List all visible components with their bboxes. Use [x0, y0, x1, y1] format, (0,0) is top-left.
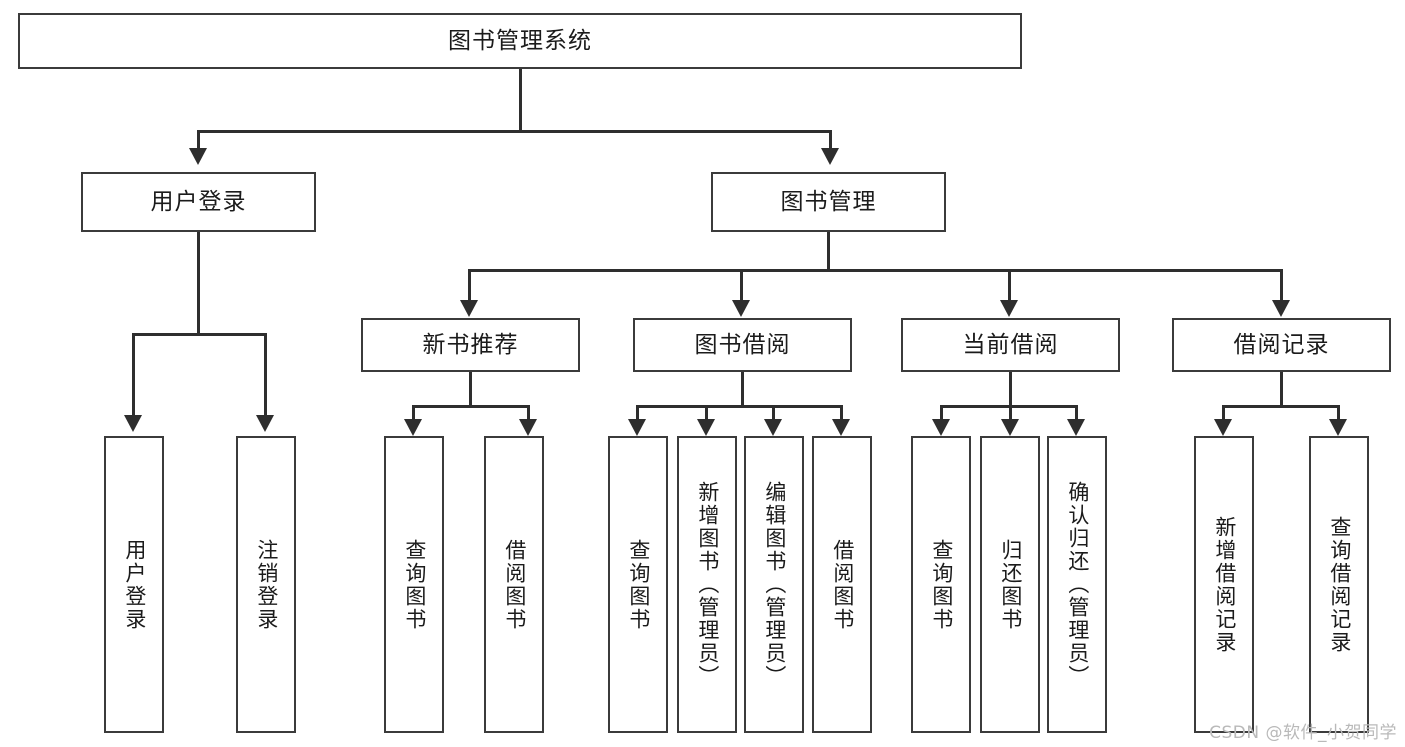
- leaf-book-borrow-borrow[interactable]: 借阅图书: [812, 436, 872, 733]
- arrow-book-borrow-leaf-4: [832, 419, 850, 436]
- node-book-borrow-label: 图书借阅: [694, 331, 791, 358]
- csdn-watermark: CSDN @软件_小贺同学: [1209, 723, 1397, 743]
- connector-new-book-branch-1: [412, 405, 415, 421]
- connector-user-login-branch-1: [132, 333, 135, 417]
- arrow-current-borrow-leaf-2: [1001, 419, 1019, 436]
- connector-new-book-stem: [469, 372, 472, 408]
- leaf-label: 新增图书（管理员）: [695, 481, 720, 688]
- arrow-new-book-leaf-2: [519, 419, 537, 436]
- arrow-book-borrow-leaf-1: [628, 419, 646, 436]
- leaf-book-borrow-edit[interactable]: 编辑图书（管理员）: [744, 436, 804, 733]
- connector-user-login-bar: [132, 333, 267, 336]
- connector-borrow-record-stem: [1280, 372, 1283, 408]
- node-new-book-recommend-label: 新书推荐: [422, 331, 519, 358]
- node-root[interactable]: 图书管理系统: [18, 13, 1022, 69]
- connector-book-borrow-bar: [636, 405, 843, 408]
- arrow-book-borrow-leaf-2: [697, 419, 715, 436]
- connector-borrow-record-bar: [1222, 405, 1340, 408]
- leaf-current-borrow-return[interactable]: 归还图书: [980, 436, 1040, 733]
- connector-book-mgmt-branch-1: [468, 269, 471, 302]
- connector-root-to-user-login: [197, 130, 200, 150]
- arrow-user-login-leaf-1: [124, 415, 142, 432]
- connector-user-login-branch-2: [264, 333, 267, 417]
- node-current-borrow-label: 当前借阅: [962, 331, 1059, 358]
- leaf-label: 查询图书: [929, 538, 954, 631]
- leaf-label: 确认归还（管理员）: [1065, 481, 1090, 688]
- leaf-label: 新增借阅记录: [1212, 515, 1237, 654]
- leaf-user-login-logout[interactable]: 注销登录: [236, 436, 296, 733]
- arrow-root-to-book-mgmt: [821, 148, 839, 165]
- connector-book-mgmt-stem: [827, 232, 830, 272]
- node-new-book-recommend[interactable]: 新书推荐: [361, 318, 580, 372]
- connector-current-borrow-branch-1: [940, 405, 943, 421]
- leaf-borrow-record-query[interactable]: 查询借阅记录: [1309, 436, 1369, 733]
- connector-book-borrow-stem: [741, 372, 744, 408]
- leaf-label: 查询借阅记录: [1327, 515, 1352, 654]
- node-borrow-record[interactable]: 借阅记录: [1172, 318, 1391, 372]
- leaf-current-borrow-query[interactable]: 查询图书: [911, 436, 971, 733]
- connector-current-borrow-branch-3: [1075, 405, 1078, 421]
- connector-book-mgmt-branch-2: [740, 269, 743, 302]
- arrow-current-borrow-leaf-1: [932, 419, 950, 436]
- leaf-borrow-record-add[interactable]: 新增借阅记录: [1194, 436, 1254, 733]
- node-borrow-record-label: 借阅记录: [1233, 331, 1330, 358]
- node-book-borrow[interactable]: 图书借阅: [633, 318, 852, 372]
- connector-current-borrow-stem: [1009, 372, 1012, 408]
- arrow-borrow-record-leaf-1: [1214, 419, 1232, 436]
- arrow-user-login-leaf-2: [256, 415, 274, 432]
- connector-new-book-branch-2: [527, 405, 530, 421]
- connector-user-login-stem: [197, 232, 200, 335]
- connector-borrow-record-branch-1: [1222, 405, 1225, 421]
- connector-borrow-record-branch-2: [1337, 405, 1340, 421]
- node-book-management-label: 图书管理: [780, 188, 877, 215]
- arrow-book-borrow-leaf-3: [764, 419, 782, 436]
- connector-book-borrow-branch-3: [772, 405, 775, 421]
- connector-root-to-book-mgmt: [829, 130, 832, 150]
- connector-book-mgmt-bar: [468, 269, 1283, 272]
- leaf-label: 借阅图书: [502, 538, 527, 631]
- leaf-book-borrow-add[interactable]: 新增图书（管理员）: [677, 436, 737, 733]
- leaf-label: 查询图书: [402, 538, 427, 631]
- leaf-book-borrow-query[interactable]: 查询图书: [608, 436, 668, 733]
- node-book-management[interactable]: 图书管理: [711, 172, 946, 232]
- connector-current-borrow-branch-2: [1009, 405, 1012, 421]
- node-root-label: 图书管理系统: [448, 27, 592, 54]
- arrow-current-borrow-leaf-3: [1067, 419, 1085, 436]
- node-user-login-label: 用户登录: [150, 188, 247, 215]
- node-current-borrow[interactable]: 当前借阅: [901, 318, 1120, 372]
- leaf-current-borrow-confirm[interactable]: 确认归还（管理员）: [1047, 436, 1107, 733]
- leaf-label: 归还图书: [998, 538, 1023, 631]
- leaf-label: 查询图书: [626, 538, 651, 631]
- connector-book-mgmt-branch-3: [1008, 269, 1011, 302]
- connector-new-book-bar: [412, 405, 530, 408]
- leaf-label: 用户登录: [122, 538, 147, 631]
- leaf-user-login-login[interactable]: 用户登录: [104, 436, 164, 733]
- arrow-borrow-record-leaf-2: [1329, 419, 1347, 436]
- connector-root-bar: [197, 130, 832, 133]
- connector-book-borrow-branch-2: [705, 405, 708, 421]
- arrow-book-mgmt-to-borrow-book: [732, 300, 750, 317]
- node-user-login[interactable]: 用户登录: [81, 172, 316, 232]
- connector-root-stem: [519, 69, 522, 131]
- arrow-root-to-user-login: [189, 148, 207, 165]
- leaf-new-book-query[interactable]: 查询图书: [384, 436, 444, 733]
- connector-book-mgmt-branch-4: [1280, 269, 1283, 302]
- arrow-new-book-leaf-1: [404, 419, 422, 436]
- connector-book-borrow-branch-1: [636, 405, 639, 421]
- leaf-label: 借阅图书: [830, 538, 855, 631]
- leaf-new-book-borrow[interactable]: 借阅图书: [484, 436, 544, 733]
- arrow-book-mgmt-to-new-book: [460, 300, 478, 317]
- arrow-book-mgmt-to-current-borrow: [1000, 300, 1018, 317]
- leaf-label: 注销登录: [254, 538, 279, 631]
- arrow-book-mgmt-to-borrow-record: [1272, 300, 1290, 317]
- leaf-label: 编辑图书（管理员）: [762, 481, 787, 688]
- connector-book-borrow-branch-4: [840, 405, 843, 421]
